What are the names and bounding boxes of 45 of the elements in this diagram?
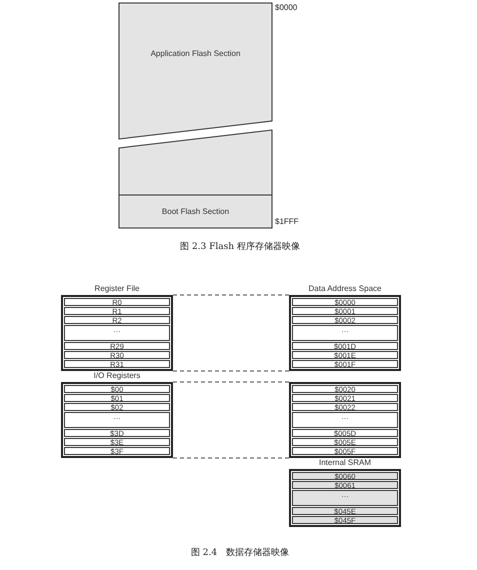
memory-cell [292,490,398,506]
memory-cell [292,307,398,315]
address-label: $1FFF [275,217,299,226]
memory-cell [64,412,170,428]
memory-cell [292,447,398,455]
memory-cell [64,298,170,306]
memory-cell [64,394,170,402]
section-label: Application Flash Section [150,48,240,58]
memory-cell [64,342,170,350]
memory-cell [64,385,170,393]
address-label: $0000 [275,3,298,12]
memory-cell [64,438,170,446]
dashed-connector [172,294,290,296]
memory-cell [292,298,398,306]
figure-caption: 图 2.4 数据存储器映像 [190,546,290,559]
dashed-connector [172,370,290,372]
group-heading: Register File [94,283,140,295]
memory-cell [64,351,170,359]
memory-cell [292,316,398,324]
figure-caption: 图 2.3 Flash 程序存储器映像 [180,240,300,253]
memory-cell [292,325,398,341]
memory-cell [292,342,398,350]
memory-cell [292,394,398,402]
group-heading: Internal SRAM [318,457,372,469]
memory-cell [292,429,398,437]
memory-cell [292,481,398,489]
memory-cell [64,403,170,411]
memory-cell [64,316,170,324]
memory-cell [64,325,170,341]
group-heading: I/O Registers [94,370,140,382]
memory-cell [64,447,170,455]
memory-cell [292,412,398,428]
group-heading: Data Address Space [308,283,382,295]
memory-cell [292,403,398,411]
memory-cell [292,351,398,359]
memory-cell [292,507,398,515]
memory-cell [292,360,398,368]
memory-cell [292,472,398,480]
section-label: Boot Flash Section [162,207,230,216]
memory-cell [292,516,398,524]
memory-cell [64,429,170,437]
memory-cell [64,307,170,315]
memory-cell [292,385,398,393]
memory-cell [64,360,170,368]
memory-cell [292,438,398,446]
